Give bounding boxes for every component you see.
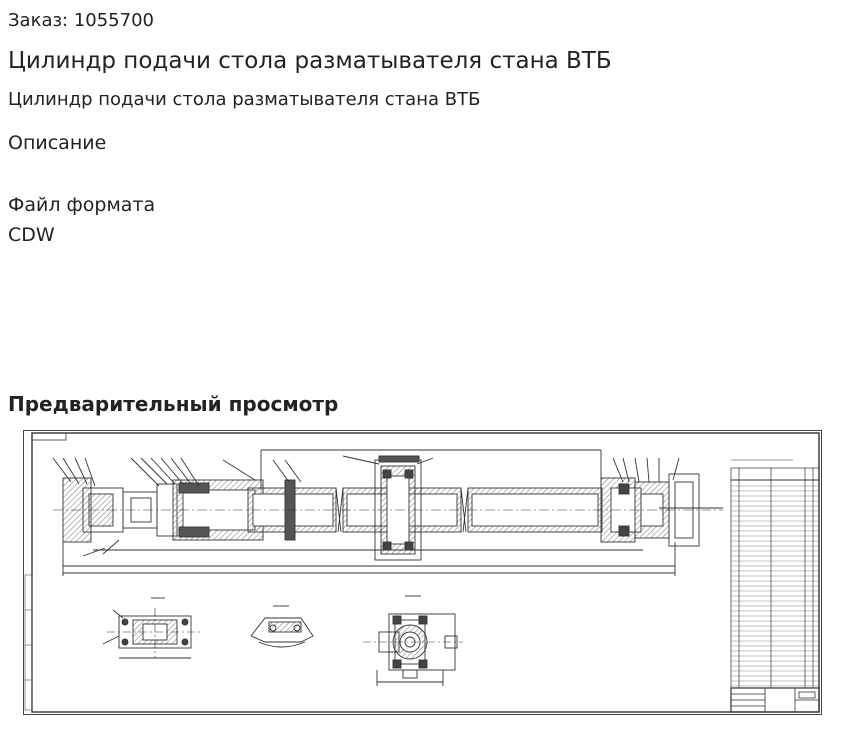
- drawing-preview[interactable]: [23, 430, 823, 716]
- product-subtitle: Цилиндр подачи стола разматывателя стана…: [8, 89, 481, 110]
- title-block: [730, 687, 820, 713]
- section-view-3: [363, 595, 463, 686]
- section-view-1: [102, 597, 203, 659]
- technical-drawing: [23, 430, 822, 715]
- description-heading: Описание: [8, 132, 107, 154]
- section-view-2: [250, 605, 314, 648]
- parts-list-rows: [731, 485, 819, 687]
- sheet-border: [23, 430, 822, 715]
- file-format-label: Файл формата: [8, 194, 156, 216]
- file-format-value: CDW: [8, 224, 55, 246]
- product-title: Цилиндр подачи стола разматывателя стана…: [8, 48, 612, 74]
- cylinder-main-view: [52, 449, 723, 576]
- preview-heading: Предварительный просмотр: [8, 392, 339, 416]
- order-number: Заказ: 1055700: [8, 10, 154, 31]
